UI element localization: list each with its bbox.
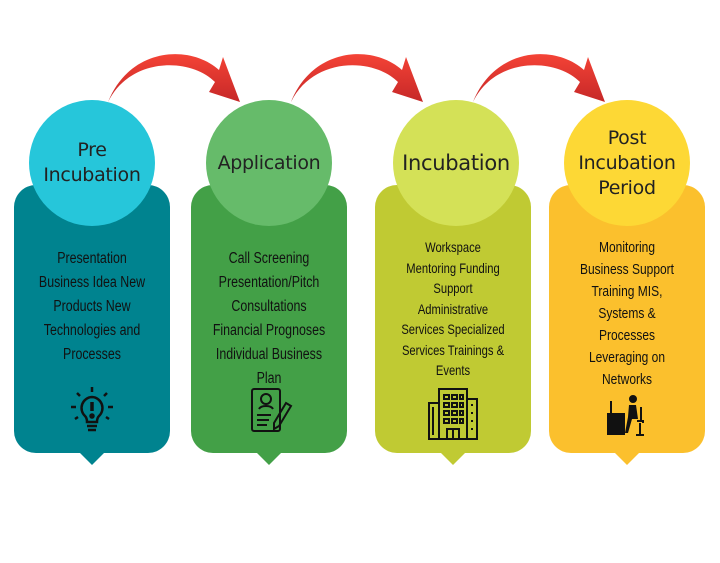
stage-description: Workspace Mentoring Funding Support Admi…	[401, 239, 505, 378]
pointer	[80, 453, 104, 465]
flow-arrow-3	[473, 54, 605, 102]
pointer	[615, 453, 639, 465]
lightbulb-icon	[71, 387, 113, 432]
stage-description: Presentation Business Idea New Products …	[38, 250, 146, 363]
stage-description: Monitoring Business Support Training MIS…	[579, 239, 675, 388]
application-form-icon	[251, 388, 293, 432]
stage-card-application: Call Screening Presentation/Pitch Consul…	[191, 185, 347, 465]
pointer	[257, 453, 281, 465]
flow-arrow-2	[291, 54, 423, 102]
stage-title-pre-incubation: Pre Incubation	[29, 100, 155, 226]
stage-card-post-incubation: Monitoring Business Support Training MIS…	[549, 185, 705, 465]
person-at-desk-icon	[607, 395, 644, 436]
stage-card-incubation: Workspace Mentoring Funding Support Admi…	[375, 185, 531, 465]
stage-card-pre-incubation: Presentation Business Idea New Products …	[14, 185, 170, 465]
stage-title-application: Application	[206, 100, 332, 226]
pointer	[441, 453, 465, 465]
stage-description: Call Screening Presentation/Pitch Consul…	[212, 250, 326, 387]
stage-title-post-incubation: Post Incubation Period	[564, 100, 690, 226]
flow-arrow-1	[108, 54, 240, 102]
office-building-icon	[428, 388, 478, 440]
stage-title-incubation: Incubation	[393, 100, 519, 226]
